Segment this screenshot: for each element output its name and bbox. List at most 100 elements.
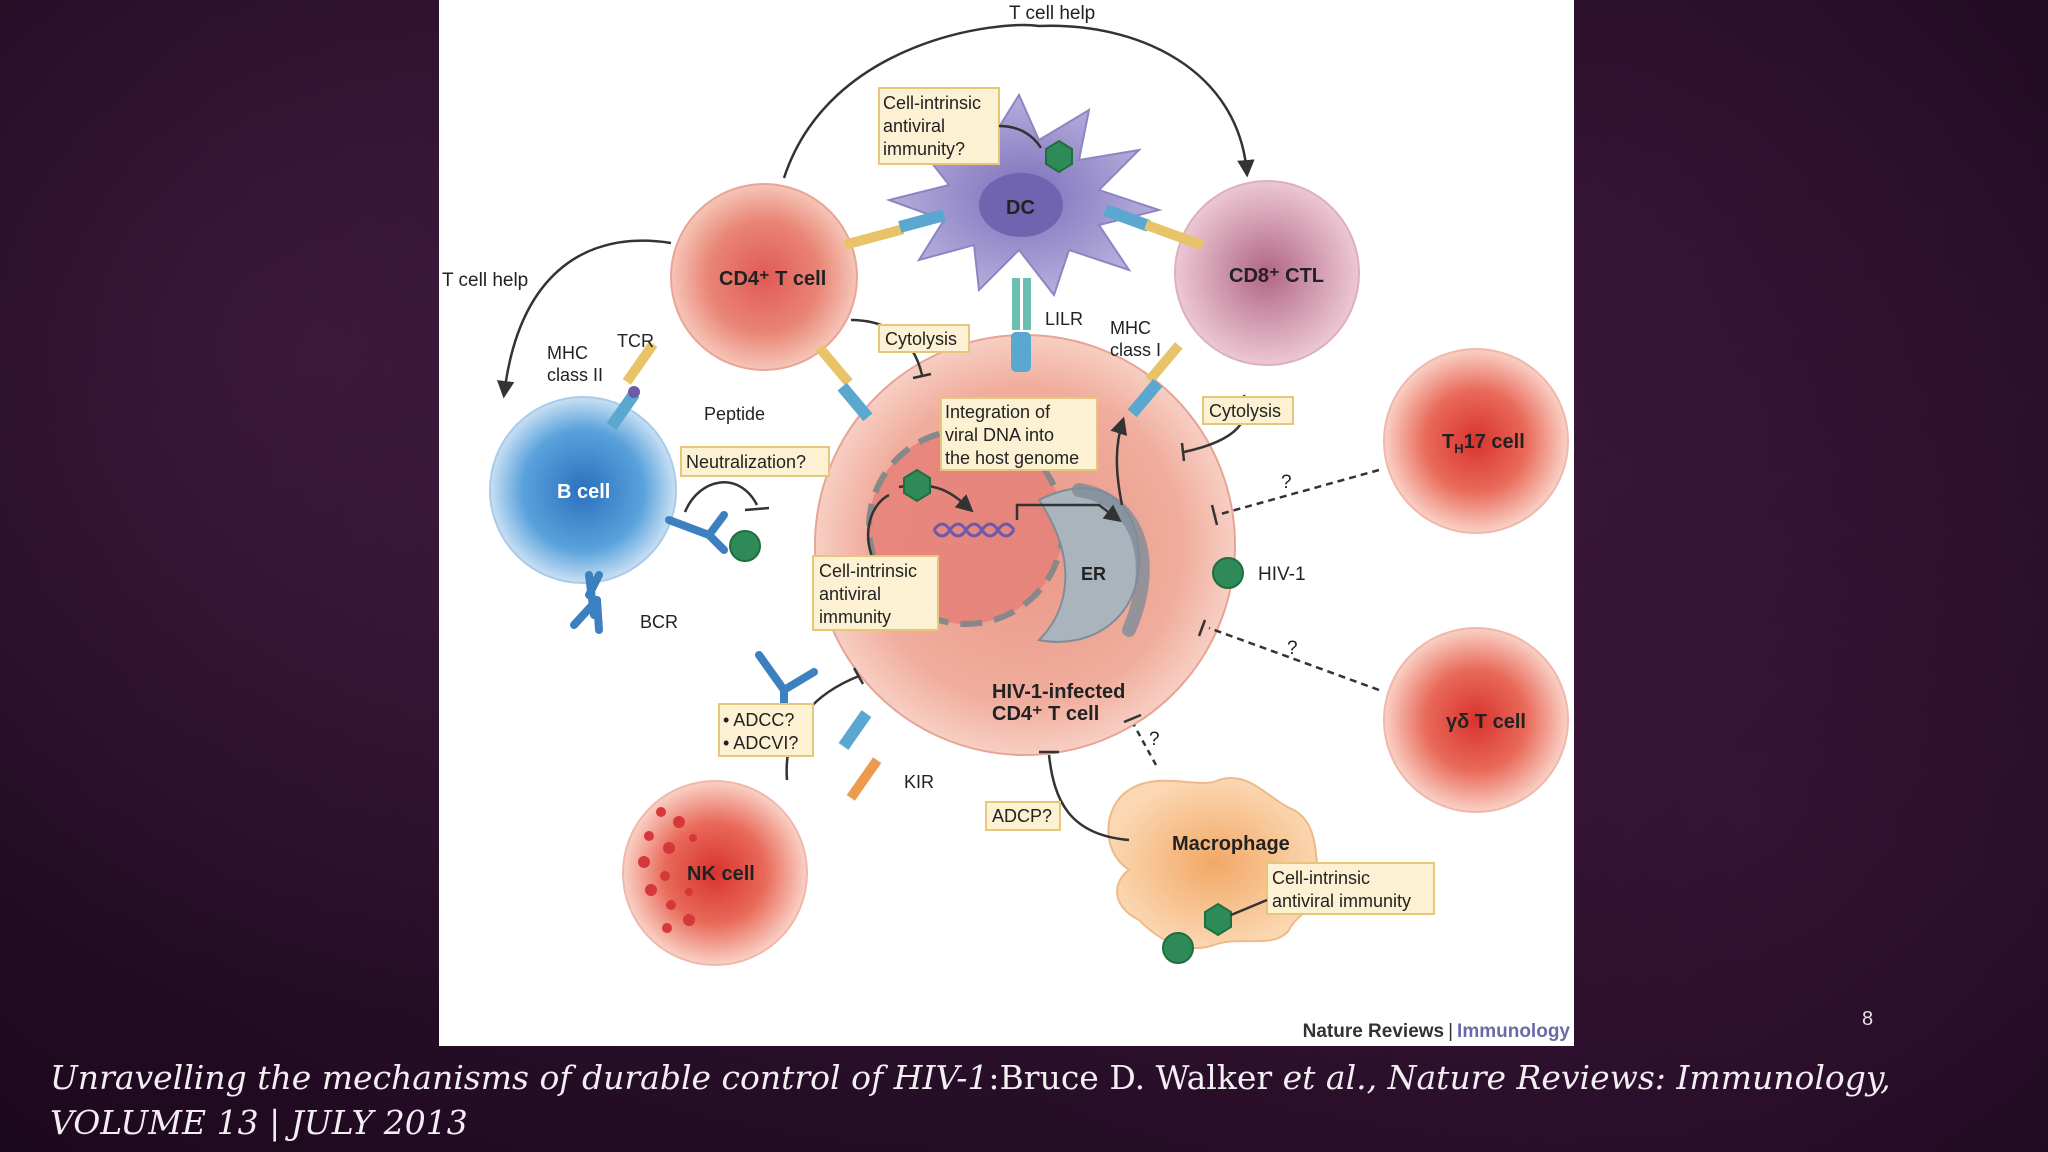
hiv-virion-icon <box>729 139 1244 964</box>
lilr-receptor <box>1011 278 1031 372</box>
box-cell-intrinsic-line2: antiviral <box>819 584 881 604</box>
th17-label-prefix: T <box>1442 431 1454 453</box>
dc-right-receptor <box>1103 204 1204 250</box>
box-neutralization: Neutralization? <box>680 446 830 477</box>
box-macrophage-intrinsic-line1: Cell-intrinsic <box>1272 868 1370 888</box>
cd8-ctl-cell <box>1174 180 1360 366</box>
expression-arrow <box>1015 503 1122 523</box>
caption-citation: et al., Nature Reviews: Immunology, VOLU… <box>50 1058 1891 1142</box>
box-cytolysis-cd4-text: Cytolysis <box>885 329 957 349</box>
macrophage-label: Macrophage <box>1172 833 1290 855</box>
box-integration-line3: the host genome <box>945 448 1079 468</box>
credit-publisher: Nature Reviews <box>1302 1021 1445 1042</box>
mhc-class-ii-label-line1: MHC <box>547 343 588 363</box>
b-cell-label: B cell <box>557 481 610 503</box>
box-cytolysis-cd8-text: Cytolysis <box>1209 401 1281 421</box>
macrophage-intrinsic-arrow <box>1230 898 1268 917</box>
dc-left-receptor <box>843 209 946 250</box>
gd-inhibit-bar <box>1197 619 1207 637</box>
th17-question-mark: ? <box>1281 472 1292 493</box>
box-integration-line1: Integration of <box>945 402 1051 422</box>
figure-panel: T cell help T cell help ER HIV-1-infecte… <box>439 0 1574 1046</box>
credit-separator: | <box>1448 1021 1454 1042</box>
gd-question-mark: ? <box>1287 638 1298 659</box>
figure-credit: Nature Reviews|Immunology <box>1303 1021 1570 1043</box>
box-adcc-line2: • ADCVI? <box>723 733 798 753</box>
credit-journal: Immunology <box>1457 1021 1570 1042</box>
th17-dashed-link <box>1216 468 1380 517</box>
macrophage-dashed-link <box>1132 724 1158 766</box>
slide-caption: Unravelling the mechanisms of durable co… <box>50 1055 2010 1145</box>
box-dc-intrinsic-line3: immunity? <box>883 139 965 159</box>
kir-receptor <box>838 710 882 801</box>
th17-label: TH17 cell <box>1442 431 1525 456</box>
gamma-delta-t-cell <box>1383 627 1569 813</box>
hiv-infected-cd4-t-cell <box>814 334 1236 756</box>
box-macrophage-intrinsic-line2: antiviral immunity <box>1272 891 1411 911</box>
box-adcp-text: ADCP? <box>992 806 1052 826</box>
cd8-ctl-label: CD8⁺ CTL <box>1229 265 1324 287</box>
b-cell-antibody <box>665 511 728 554</box>
th17-label-suffix: 17 cell <box>1464 431 1525 453</box>
mhc-class-ii-label-line2: class II <box>547 365 603 385</box>
caption-authors: :Bruce D. Walker <box>988 1058 1283 1097</box>
box-adcc-line1: • ADCC? <box>723 710 794 730</box>
hiv1-label: HIV-1 <box>1258 564 1306 585</box>
box-cell-intrinsic-line1: Cell-intrinsic <box>819 561 917 581</box>
neutralization-bar <box>744 506 770 512</box>
dna-helix-icon <box>932 522 1016 538</box>
tcr-label: TCR <box>617 331 654 351</box>
box-macrophage-intrinsic: Cell-intrinsic antiviral immunity <box>1266 862 1435 915</box>
er-label: ER <box>1081 564 1106 584</box>
box-dc-intrinsic: Cell-intrinsic antiviral immunity? <box>878 87 1000 165</box>
cytolysis-cd4-bar <box>912 372 932 380</box>
bcr-label: BCR <box>640 612 678 632</box>
box-adcc: • ADCC? • ADCVI? <box>718 703 814 757</box>
slide-number: 8 <box>1862 1008 1874 1030</box>
mhc-class-i-receptor <box>1127 342 1183 418</box>
box-integration: Integration of viral DNA into the host g… <box>940 397 1098 471</box>
t-cell-help-left-arrow <box>496 239 672 399</box>
dc-intrinsic-arrow <box>998 124 1043 149</box>
box-dc-intrinsic-line2: antiviral <box>883 116 945 136</box>
infected-cell-label-line1: HIV-1-infected <box>992 681 1125 703</box>
cd8-mhc-arrow <box>1110 416 1128 506</box>
box-adcp: ADCP? <box>985 801 1061 831</box>
th17-label-sub: H <box>1454 441 1463 456</box>
box-cell-intrinsic-line3: immunity <box>819 607 891 627</box>
box-cytolysis-cd8: Cytolysis <box>1202 396 1294 425</box>
peptide-label: Peptide <box>704 404 765 424</box>
box-neutralization-text: Neutralization? <box>686 452 806 472</box>
th17-cell <box>1383 348 1569 534</box>
caption-title: Unravelling the mechanisms of durable co… <box>50 1058 989 1097</box>
macrophage-inhibit-bar <box>1123 713 1142 724</box>
cd4-t-cell <box>670 183 858 371</box>
granule-dots <box>638 807 697 933</box>
th17-inhibit-bar <box>1210 504 1219 526</box>
nk-cell <box>622 780 808 966</box>
b-cell <box>489 396 677 584</box>
lilr-label: LILR <box>1045 309 1083 329</box>
nk-inhibit-bar <box>852 667 865 685</box>
t-cell-help-top-label: T cell help <box>1009 3 1095 24</box>
box-dc-intrinsic-line1: Cell-intrinsic <box>883 93 981 113</box>
mhc-class-i-label-line2: class I <box>1110 340 1161 360</box>
gd-dashed-link <box>1208 626 1380 692</box>
dc-label: DC <box>1006 197 1035 219</box>
adcp-arrow <box>1047 754 1130 842</box>
nk-cell-label: NK cell <box>687 863 755 885</box>
box-cytolysis-cd4: Cytolysis <box>878 324 970 353</box>
kir-label: KIR <box>904 772 934 792</box>
gamma-delta-label: γδ T cell <box>1446 711 1526 733</box>
cd4-t-cell-label: CD4⁺ T cell <box>719 268 826 290</box>
cytolysis-cd8-bar <box>1180 442 1186 462</box>
bcr-antibody <box>570 571 603 634</box>
macrophage-question-mark: ? <box>1149 729 1160 750</box>
box-cell-intrinsic: Cell-intrinsic antiviral immunity <box>812 555 939 631</box>
t-cell-help-top-arrow <box>782 23 1255 179</box>
infected-cell-label-line2: CD4⁺ T cell <box>992 703 1099 725</box>
t-cell-help-left-label: T cell help <box>442 270 528 291</box>
mhc-class-i-label-line1: MHC <box>1110 318 1151 338</box>
neutralization-arrow <box>683 481 759 513</box>
cd4-tcr-receptor <box>815 344 873 422</box>
